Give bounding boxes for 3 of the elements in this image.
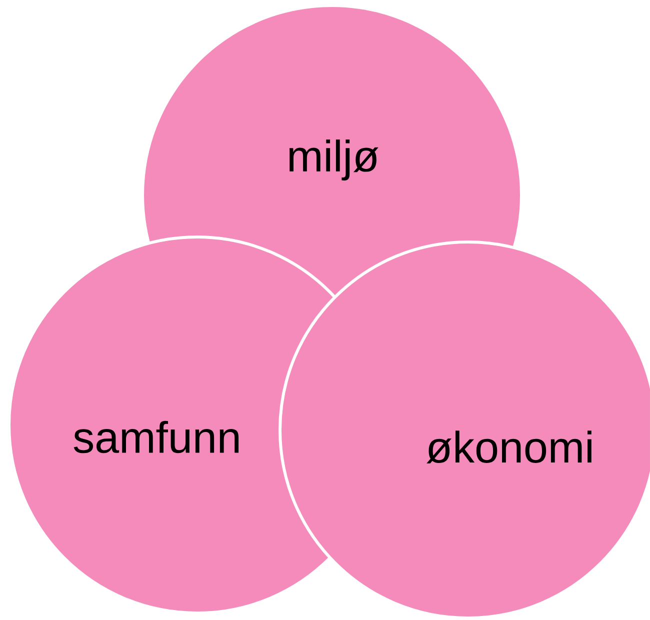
circle-label: miljø xyxy=(290,139,378,180)
circle-label: samfunn xyxy=(74,420,238,454)
circle-label: økonomi xyxy=(426,430,592,464)
